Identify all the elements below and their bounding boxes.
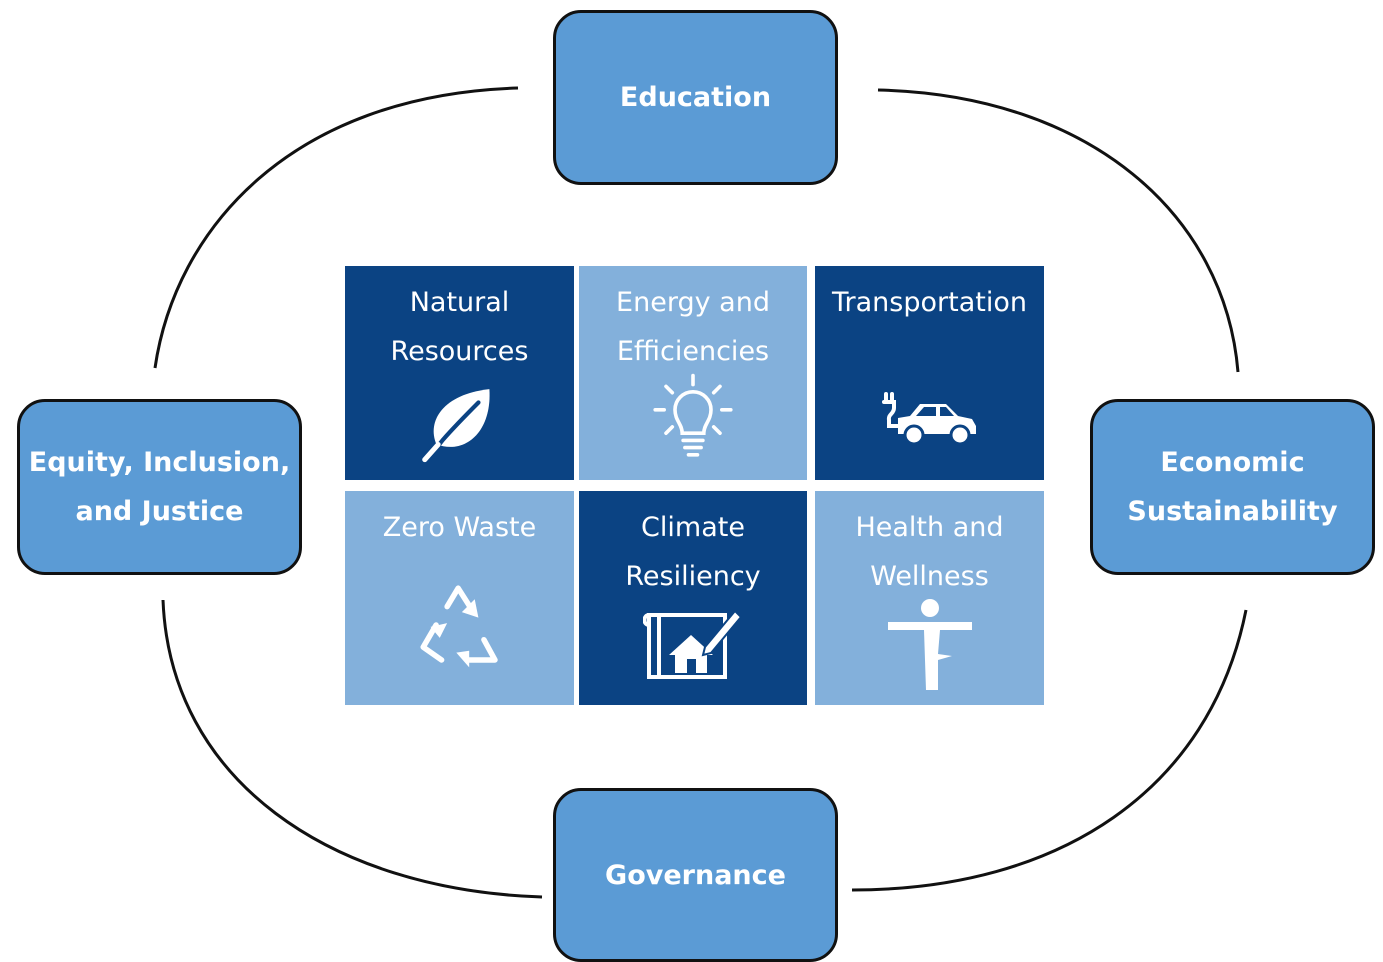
- tile-label: Zero Waste: [382, 512, 537, 543]
- lightbulb-icon: [653, 373, 733, 457]
- leaf-icon: [421, 389, 490, 463]
- tile-health-wellness: Health and Wellness: [815, 491, 1044, 705]
- pillar-label: Economic Sustainability: [1127, 447, 1338, 527]
- tile-zero-waste: Zero Waste: [345, 491, 574, 705]
- tile-natural-resources: Natural Resources: [345, 266, 574, 480]
- tile-label: Energy and Efficiencies: [616, 287, 770, 367]
- recycle-icon: [419, 585, 498, 668]
- tile-label: Climate Resiliency: [625, 512, 761, 592]
- pillar-economic-sustainability: Economic Sustainability: [1090, 399, 1375, 575]
- arc-top-left: [153, 86, 519, 369]
- tile-energy-efficiencies: Energy and Efficiencies: [579, 266, 807, 480]
- pillar-governance: Governance: [553, 788, 838, 962]
- pillar-label: Equity, Inclusion, and Justice: [28, 447, 291, 527]
- tile-transportation: Transportation: [815, 266, 1044, 480]
- pillar-label: Education: [619, 82, 772, 113]
- pillar-equity-inclusion-justice: Equity, Inclusion, and Justice: [17, 399, 302, 575]
- yoga-pose-icon: [887, 599, 972, 690]
- pillar-education: Education: [553, 10, 838, 185]
- arc-bottom-right: [851, 609, 1248, 892]
- tile-label: Transportation: [832, 287, 1027, 318]
- tile-climate-resiliency: Climate Resiliency: [579, 491, 807, 705]
- pillar-label: Governance: [605, 859, 786, 891]
- house-blueprint-icon: [643, 609, 743, 679]
- electric-car-icon: [881, 392, 976, 446]
- tile-label: Natural Resources: [390, 287, 529, 367]
- tile-label: Health and Wellness: [855, 512, 1004, 592]
- arc-top-right: [877, 88, 1240, 373]
- arc-bottom-left: [161, 599, 543, 899]
